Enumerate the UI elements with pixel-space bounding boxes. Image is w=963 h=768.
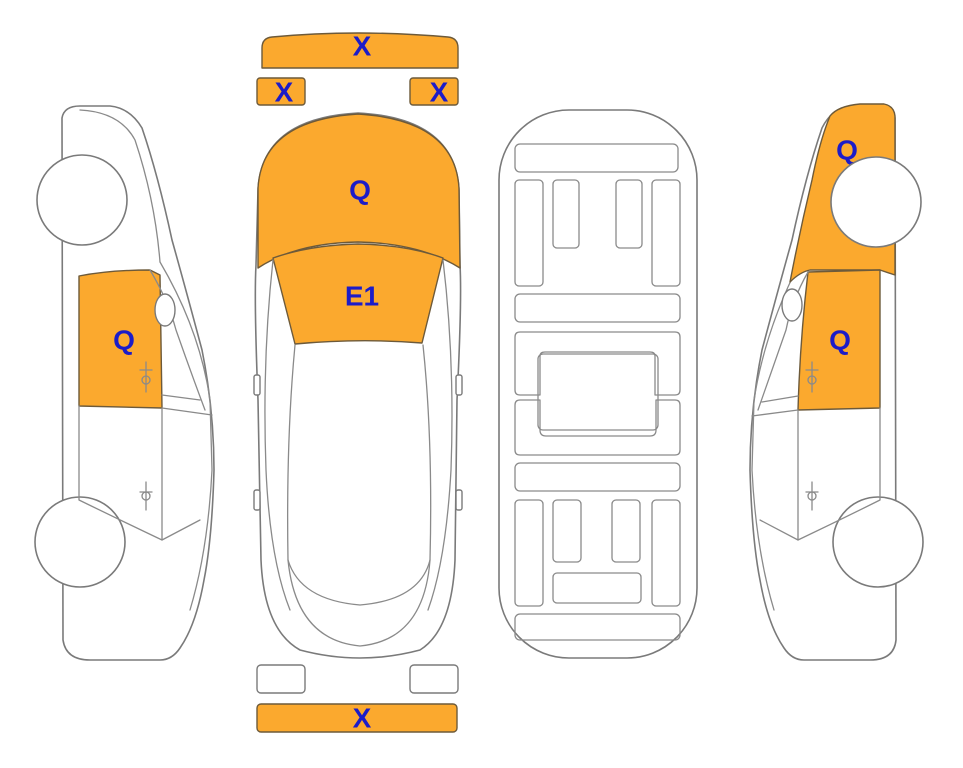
right-headlight-label: X: [430, 77, 449, 108]
left-front-wheel: [36, 154, 128, 246]
right-front-fender-label: Q: [836, 135, 858, 166]
front-bumper-label: X: [353, 31, 372, 62]
left-rear-door-handle: [139, 481, 153, 511]
right-front-door-label: Q: [829, 325, 851, 356]
right-side-view: Q Q: [749, 103, 924, 661]
left-handle: [253, 489, 261, 511]
left-front-door-label: Q: [113, 325, 135, 356]
top-view: X X X Q E1 X: [253, 31, 463, 734]
right-pillar-line: [427, 259, 453, 611]
rear-bumper-label: X: [353, 703, 372, 734]
left-taillight: [256, 664, 306, 694]
right-front-door-handle: [805, 361, 819, 393]
windshield-label: E1: [345, 281, 379, 312]
hood-label: Q: [349, 175, 371, 206]
right-handle: [455, 489, 463, 511]
right-mirror: [455, 374, 463, 396]
right-headlight-part[interactable]: [409, 77, 459, 106]
right-rear-door-handle: [805, 481, 819, 511]
left-headlight-label: X: [275, 77, 294, 108]
left-front-door-handle: [139, 361, 153, 393]
left-mirror-side: [154, 293, 176, 327]
underbody-outline: [498, 109, 698, 659]
front-bumper-part[interactable]: [261, 32, 459, 69]
right-taillight: [409, 664, 459, 694]
left-rear-wheel: [34, 496, 126, 588]
left-front-door-part[interactable]: [78, 269, 163, 409]
hood-part[interactable]: [257, 113, 461, 269]
right-front-door-part[interactable]: [797, 269, 881, 411]
rear-window-line: [287, 559, 431, 647]
right-mirror-side: [781, 288, 803, 322]
roof-outline: [286, 344, 432, 606]
left-mirror: [253, 374, 261, 396]
underbody-view: [498, 109, 698, 659]
rear-bumper-part[interactable]: [256, 703, 458, 733]
left-pillar-line: [264, 259, 291, 611]
windshield-part[interactable]: [272, 243, 444, 345]
left-headlight-part[interactable]: [256, 77, 306, 106]
left-side-view: Q: [34, 105, 215, 661]
right-rear-wheel: [832, 496, 924, 588]
right-front-wheel: [830, 156, 922, 248]
